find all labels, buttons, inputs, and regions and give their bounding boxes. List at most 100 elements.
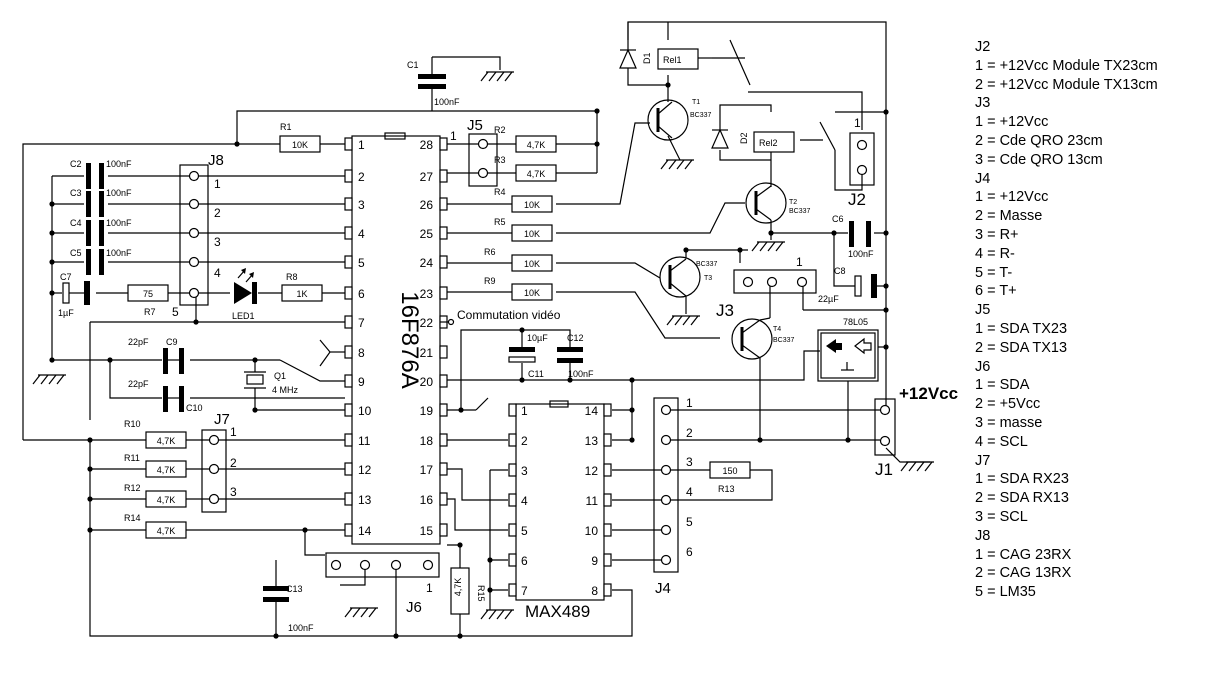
svg-text:3: 3: [230, 485, 237, 499]
legend-line: J2: [975, 39, 991, 55]
connector-j4: J4 1 2 3 4 5 6: [653, 396, 693, 597]
legend-line: 2 = SDA TX13: [975, 339, 1068, 356]
pic-pin-number: 7: [358, 316, 365, 330]
svg-text:D1: D1: [642, 52, 652, 64]
legend-line: 3 = masse: [975, 414, 1043, 431]
connector-j2: J2 1: [848, 116, 875, 209]
legend-line: J8: [975, 527, 991, 544]
max-pin-number: 11: [586, 494, 599, 508]
ground-symbol: [344, 607, 378, 618]
video-label: Commutation vidéo: [457, 308, 561, 322]
svg-text:C13: C13: [286, 584, 303, 594]
connector-pin: [796, 276, 808, 288]
pic-pin-number: 4: [358, 227, 365, 241]
junction-dot: [193, 319, 199, 325]
legend-line: J6: [975, 358, 991, 375]
pic-pin: [439, 403, 448, 417]
junction-dot: [737, 247, 743, 253]
svg-text:J7: J7: [214, 411, 230, 428]
junctions: [49, 82, 889, 639]
transistor-t4: T4 BC337: [731, 318, 795, 360]
c3: C3 100nF: [70, 188, 132, 217]
pic-pin: [344, 169, 353, 183]
connector-pin: [660, 404, 672, 416]
legend-line: J5: [975, 302, 991, 319]
svg-text:5: 5: [172, 305, 179, 319]
resistor-name: R2: [494, 125, 506, 135]
junction-dot: [883, 307, 889, 313]
junction-dot: [594, 108, 600, 114]
pic-pin: [439, 345, 448, 359]
transistor-t3: BC337 T3: [659, 256, 718, 298]
junction-dot: [458, 407, 464, 413]
junction-dot: [629, 407, 635, 413]
c4: C4 100nF: [70, 218, 132, 246]
pic-pin: [439, 374, 448, 388]
connector-pin: [188, 287, 200, 299]
resistor-value: 10K: [524, 288, 540, 298]
pic-pin: [439, 492, 448, 506]
pic-pin-number: 21: [420, 346, 434, 360]
connector-pin: [422, 559, 434, 571]
svg-text:6: 6: [686, 545, 693, 559]
vcc-label: +12Vcc: [899, 384, 958, 403]
svg-text:T4: T4: [773, 326, 781, 333]
pic-pin: [344, 403, 353, 417]
c7: C7 1µF: [58, 272, 90, 318]
capacitors: C1 100nF C2 100nF C3 100nF C4 100nF C5 1…: [58, 60, 877, 633]
junction-dot: [629, 437, 635, 443]
max489-label: MAX489: [525, 602, 590, 621]
svg-text:1µF: 1µF: [58, 308, 74, 318]
resistor-name: R1: [280, 122, 292, 132]
legend-line: 1 = +12Vcc: [975, 114, 1049, 131]
connector-pin: [477, 138, 489, 150]
svg-text:1: 1: [230, 425, 237, 439]
c8: C8 22µF: [818, 266, 877, 304]
resistor-name: R4: [494, 187, 506, 197]
pic-pin: [344, 315, 353, 329]
resistor-name: R7: [144, 307, 156, 317]
connector-pin: [208, 463, 220, 475]
legend-line: 1 = SDA: [975, 377, 1030, 394]
connector-j6: J6 1: [325, 552, 440, 616]
pic-pin-number: 13: [358, 493, 372, 507]
pic-pin: [439, 169, 448, 183]
connector-pins: [188, 138, 891, 571]
svg-text:J4: J4: [655, 580, 671, 597]
max-pin-number: 6: [521, 554, 528, 568]
connector-j1: J1 +12Vcc: [874, 384, 958, 479]
c2: C2 100nF: [70, 159, 132, 189]
svg-text:1: 1: [796, 255, 803, 269]
resistor-name: R12: [124, 483, 141, 493]
resistor-value: 1K: [296, 289, 307, 299]
wiring: [22, 21, 930, 637]
legend-line: 2 = SDA RX13: [975, 490, 1069, 507]
pic-pin-number: 28: [420, 138, 434, 152]
ground-symbol: [32, 374, 66, 385]
connector-pin: [856, 139, 868, 151]
pic-pin-number: 24: [420, 256, 434, 270]
connector-pin: [188, 198, 200, 210]
svg-text:78L05: 78L05: [843, 317, 868, 327]
pic-pin-number: 17: [420, 463, 434, 477]
svg-text:100nF: 100nF: [106, 218, 132, 228]
diode-d1: D1: [619, 48, 652, 69]
max-pin: [603, 553, 612, 567]
resistor-name: R5: [494, 217, 506, 227]
svg-text:BC337: BC337: [696, 261, 718, 268]
max-pin: [603, 403, 612, 417]
svg-text:C3: C3: [70, 188, 82, 198]
pic-pin-number: 11: [358, 434, 371, 448]
ground-symbol: [900, 461, 934, 472]
pic-pin-number: 23: [420, 287, 434, 301]
max-pin: [508, 493, 517, 507]
legend-line: 3 = SCL: [975, 508, 1028, 525]
c12: C12 100nF: [557, 333, 594, 379]
